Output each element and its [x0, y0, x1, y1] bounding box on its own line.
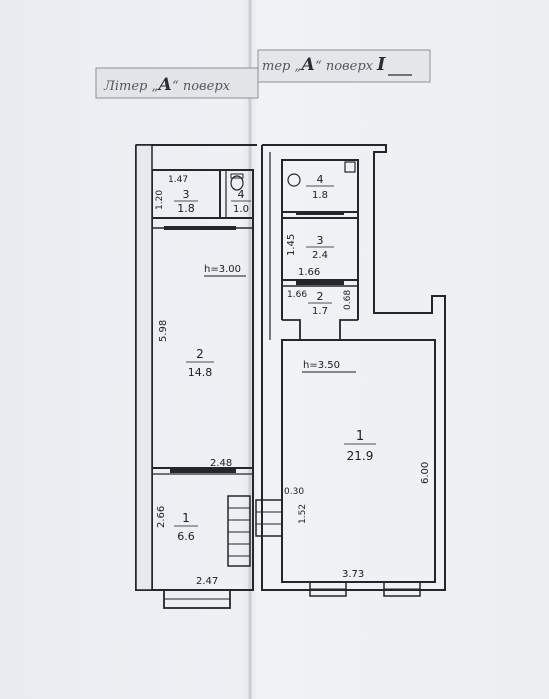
left-dim-wc-height: 1.20 [155, 190, 165, 210]
right-room-2-number: 2 [317, 290, 324, 303]
left-unit-labels: 3 1.8 4 1.0 2 14.8 1 6.6 1.47 1.20 5.98 … [155, 175, 251, 587]
left-dim-main-length: 5.98 [158, 320, 169, 342]
left-dim-hall-width: 2.48 [210, 458, 232, 469]
right-room-3-number: 3 [317, 234, 324, 247]
right-room-4-number: 4 [317, 173, 324, 186]
stamp-box-left [95, 67, 259, 99]
stamp-left-text: Літер „А“ поверх [103, 75, 231, 95]
right-unit-labels: 4 1.8 3 2.4 2 1.7 1 21.9 1.45 1.66 1.66 … [284, 173, 431, 580]
left-room-3-area: 1.8 [177, 202, 195, 215]
right-dim-main-length: 6.00 [420, 462, 431, 484]
right-dim-room3-height: 1.45 [286, 234, 297, 256]
right-unit-walls [255, 144, 446, 597]
stamp-box-right [257, 49, 431, 83]
right-dim-main-width: 3.73 [342, 569, 364, 580]
right-dim-room3-width: 1.66 [298, 267, 320, 278]
left-room-1-number: 1 [182, 511, 190, 525]
left-dim-ceiling-height: h=3.00 [204, 264, 241, 275]
right-room-1-number: 1 [356, 429, 364, 444]
left-room-4-number: 4 [238, 188, 245, 201]
left-dim-top-width: 1.47 [168, 175, 188, 185]
right-dim-room2-width: 1.66 [287, 290, 307, 300]
left-dim-bottom-width: 2.47 [196, 576, 218, 587]
left-room-2-number: 2 [196, 347, 204, 361]
left-dim-hall-depth: 2.66 [156, 506, 167, 528]
right-dim-room2-depth: 0.68 [343, 290, 353, 310]
right-dim-steps-offset: 0.30 [284, 487, 304, 497]
right-room-3-area: 2.4 [312, 250, 328, 261]
left-room-3-number: 3 [183, 188, 190, 201]
left-room-2-area: 14.8 [188, 366, 213, 379]
right-dim-steps-length: 1.52 [298, 504, 308, 524]
right-room-1-area: 21.9 [347, 449, 374, 463]
right-room-2-area: 1.7 [312, 306, 328, 317]
right-dim-ceiling-height: h=3.50 [303, 360, 340, 371]
left-unit-walls [135, 144, 257, 609]
left-room-1-area: 6.6 [177, 530, 195, 543]
right-room-4-area: 1.8 [312, 190, 328, 201]
left-room-4-area: 1.0 [233, 204, 249, 215]
